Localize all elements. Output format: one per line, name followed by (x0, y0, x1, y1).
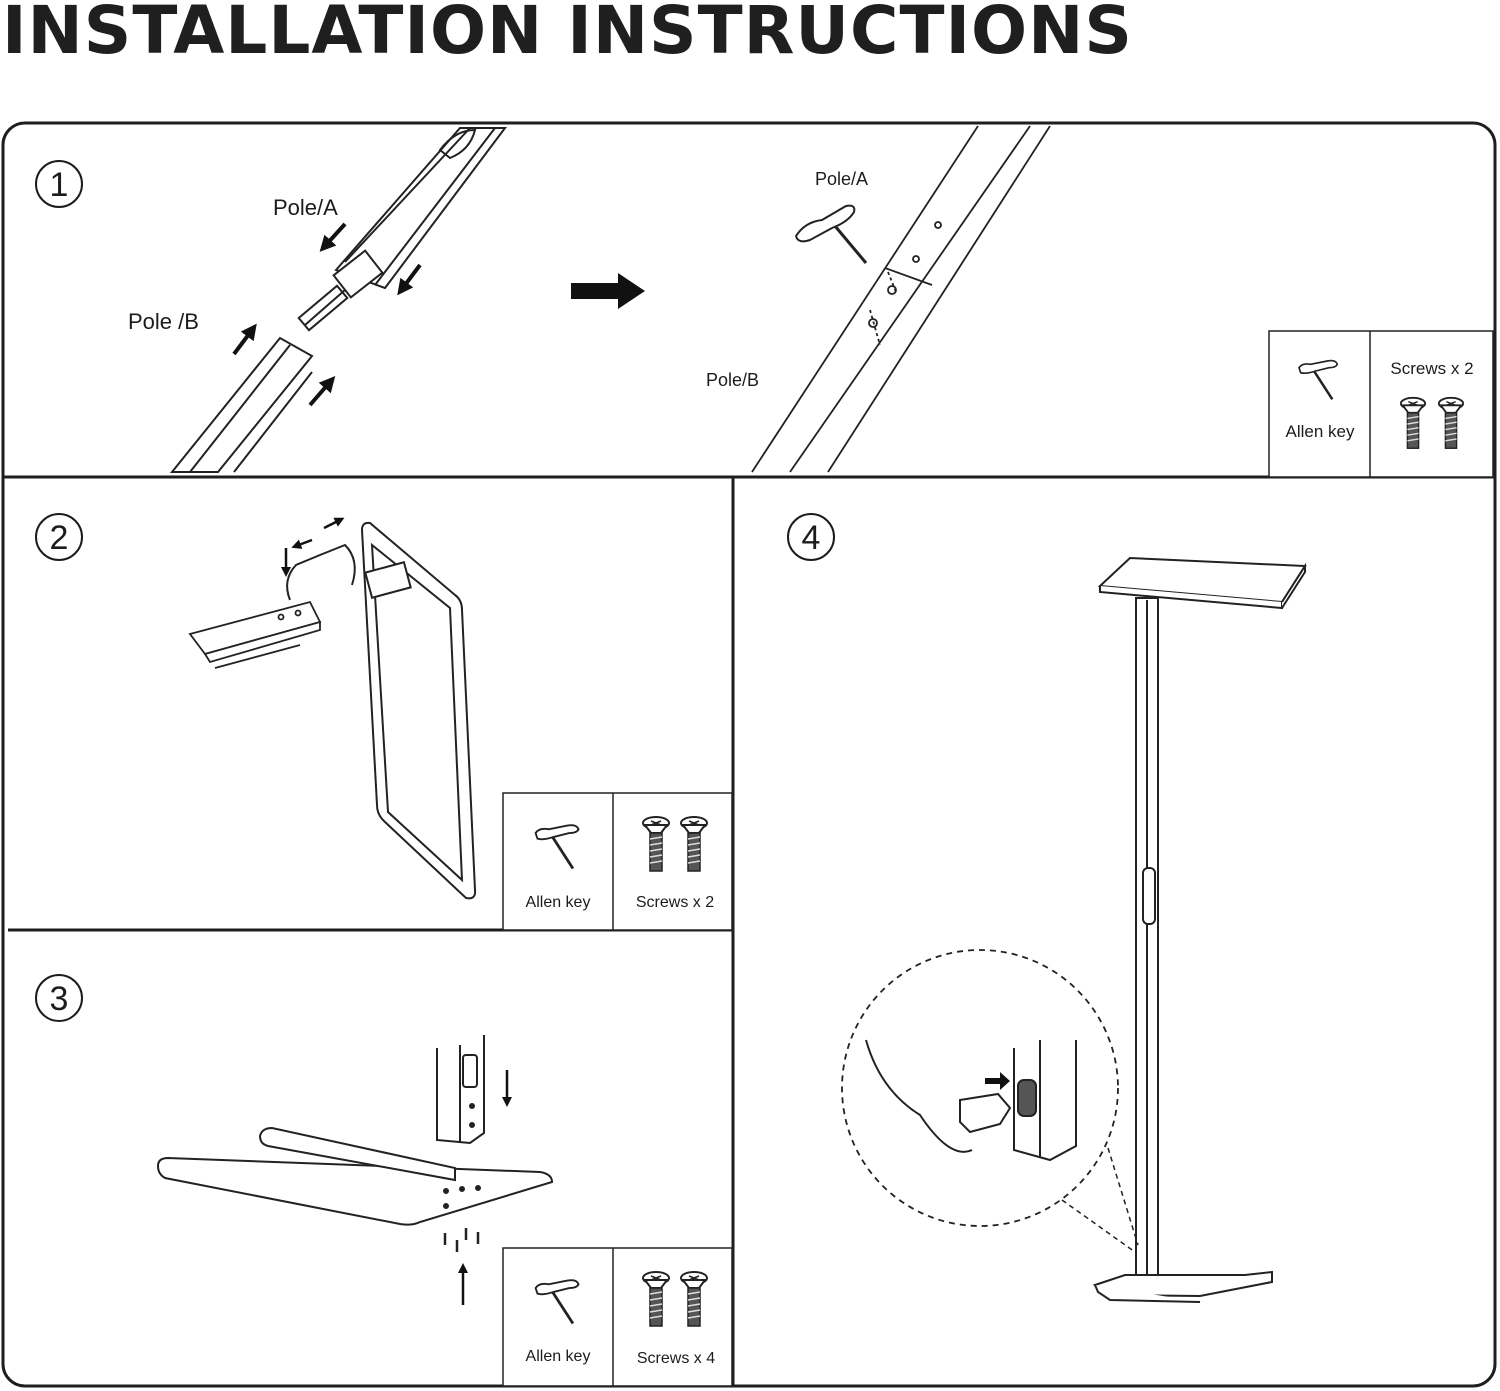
floor-lamp-illustration (1092, 556, 1307, 1303)
step-2-badge (35, 513, 83, 561)
step-2-tool-screws: Screws x 2 (636, 894, 714, 911)
label-pole-a-left: Pole/A (273, 195, 338, 220)
pole-illustration (188, 600, 322, 669)
step-1-number: 1 (50, 166, 69, 204)
step-1-tool-allen-key: Allen key (1286, 422, 1355, 441)
base-illustration (156, 1126, 554, 1226)
lamp-head-illustration (360, 521, 477, 900)
pole-a-illustration (332, 127, 507, 299)
right-arrow-icon (571, 273, 645, 309)
step-3-number: 3 (50, 980, 69, 1018)
allen-key-icon (794, 204, 868, 264)
screws-illustration (443, 1228, 480, 1252)
step-2-number: 2 (50, 519, 69, 557)
arrow-icon (985, 1072, 1010, 1090)
wire-illustration (286, 543, 356, 601)
label-pole-a-right: Pole/A (815, 169, 868, 189)
step-3-panel: 3 (35, 974, 733, 1387)
step-4-panel: 4 (787, 513, 1307, 1303)
arrow-icon (397, 263, 422, 296)
arrow-icon (308, 375, 336, 407)
step-2-tools-box: Allen key Screws x 2 (502, 792, 733, 931)
step-1-tool-screws: Screws x 2 (1390, 359, 1473, 378)
label-pole-b-right: Pole/B (706, 370, 759, 390)
step-2-tool-allen-key: Allen key (526, 894, 591, 911)
pole-end-illustration (436, 1035, 485, 1145)
outer-frame (1, 121, 1497, 1388)
arrow-icon (323, 517, 345, 530)
pole-b-illustration (169, 336, 314, 473)
step-3-tools-box: Allen key Screws x 4 (502, 1247, 733, 1387)
detail-callout (841, 949, 1139, 1253)
step-4-number: 4 (802, 519, 821, 557)
step-1-badge (35, 160, 83, 208)
arrow-icon (319, 222, 347, 252)
label-pole-b-left: Pole /B (128, 309, 199, 334)
step-3-tool-allen-key: Allen key (526, 1348, 591, 1365)
assembled-pole-illustration (751, 125, 1051, 473)
arrow-icon (232, 323, 257, 356)
arrow-icon (291, 538, 313, 549)
page-title: INSTALLATION INSTRUCTIONS (2, 0, 1133, 69)
connector-illustration (297, 284, 349, 332)
step-3-tool-screws: Screws x 4 (637, 1350, 715, 1367)
step-3-badge (35, 974, 83, 1022)
step-2-panel: 2 Allen key Screws x 2 (35, 513, 733, 931)
step-1-tools-box: Allen key Screws x 2 (1268, 330, 1494, 478)
step-1-panel: 1 Pole/A Pole /B (35, 125, 1494, 478)
step-4-badge (787, 513, 835, 561)
